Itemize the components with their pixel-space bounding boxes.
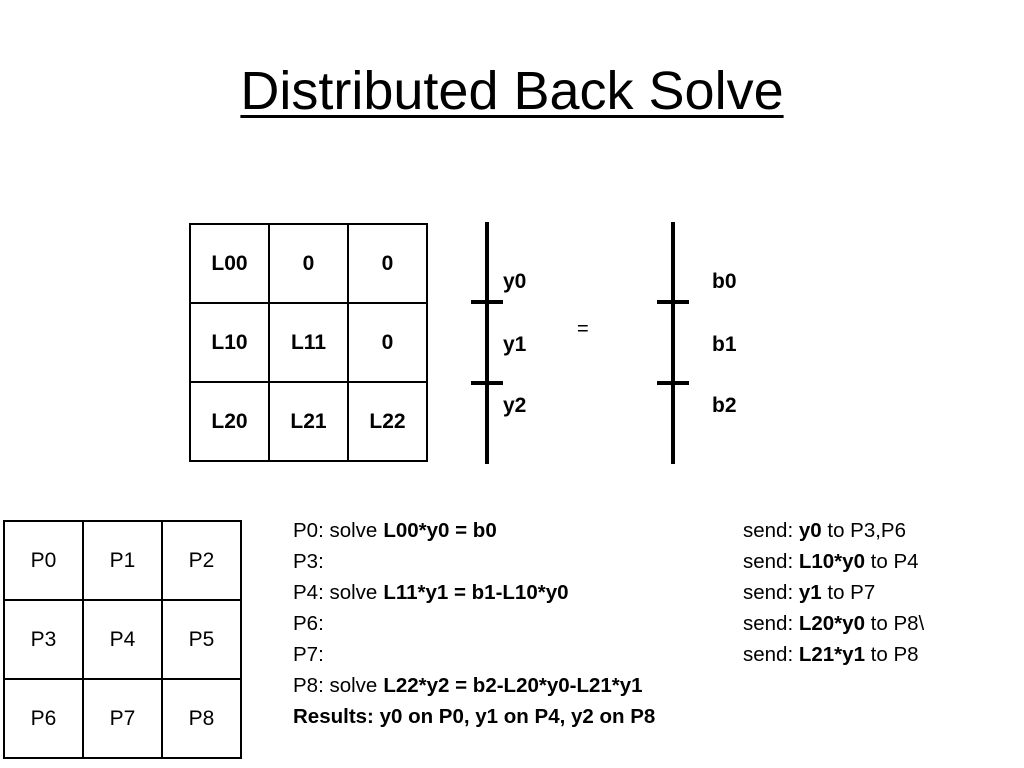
matrix-cell: L21 xyxy=(268,381,349,462)
l-matrix: L00 0 0 L10 L11 0 L20 L21 L22 xyxy=(189,223,428,462)
send-prefix: send: xyxy=(743,643,799,666)
processor-cell: P4 xyxy=(82,599,163,680)
step-processor: P3: xyxy=(293,550,324,573)
b-vector-tick xyxy=(657,300,689,304)
step-send: send: y1 to P7 xyxy=(743,577,875,608)
send-target: to P4 xyxy=(864,550,919,573)
processor-cell: P2 xyxy=(161,520,242,601)
equals-sign: = xyxy=(577,318,589,340)
send-prefix: send: xyxy=(743,612,799,635)
processor-row: P0 P1 P2 xyxy=(3,520,242,601)
matrix-row: L00 0 0 xyxy=(189,223,428,304)
processor-row: P6 P7 P8 xyxy=(3,678,242,759)
y-vector-tick xyxy=(471,381,503,385)
processor-cell: P1 xyxy=(82,520,163,601)
matrix-row: L10 L11 0 xyxy=(189,302,428,383)
matrix-cell: L10 xyxy=(189,302,270,383)
send-prefix: send: xyxy=(743,581,799,604)
step-lead: P6: xyxy=(293,608,330,639)
b-vector-tick xyxy=(657,381,689,385)
send-value: L20*y0 xyxy=(798,612,865,635)
b-vector-entry: b2 xyxy=(712,394,737,417)
step-row: P7: send: L21*y1 to P8 xyxy=(293,639,1018,670)
step-send: send: L20*y0 to P8\ xyxy=(743,608,924,639)
y-vector-tick xyxy=(471,300,503,304)
step-lead: P7: xyxy=(293,639,330,670)
send-prefix: send: xyxy=(743,519,799,542)
y-vector-entry: y1 xyxy=(503,333,527,356)
step-equation: L22*y2 = b2-L20*y0-L21*y1 xyxy=(383,674,643,697)
send-target: to P7 xyxy=(821,581,876,604)
send-target: to P3,P6 xyxy=(821,519,907,542)
matrix-cell: L20 xyxy=(189,381,270,462)
matrix-cell: L22 xyxy=(347,381,428,462)
step-row: P3: send: L10*y0 to P4 xyxy=(293,546,1018,577)
processor-cell: P6 xyxy=(3,678,84,759)
step-equation: L00*y0 = b0 xyxy=(383,519,497,542)
matrix-row: L20 L21 L22 xyxy=(189,381,428,462)
step-equation: L11*y1 = b1-L10*y0 xyxy=(383,581,569,604)
step-row: P6: send: L20*y0 to P8\ xyxy=(293,608,1018,639)
y-vector-entry: y2 xyxy=(503,394,527,417)
step-lead: P3: xyxy=(293,546,330,577)
results-line: Results: y0 on P0, y1 on P4, y2 on P8 xyxy=(293,705,656,728)
processor-cell: P5 xyxy=(161,599,242,680)
send-target: to P8\ xyxy=(864,612,925,635)
send-prefix: send: xyxy=(743,550,799,573)
step-send: send: y0 to P3,P6 xyxy=(743,515,906,546)
matrix-cell: L11 xyxy=(268,302,349,383)
send-value: L21*y1 xyxy=(798,643,865,666)
send-value: L10*y0 xyxy=(798,550,865,573)
send-value: y0 xyxy=(798,519,822,542)
processor-grid: P0 P1 P2 P3 P4 P5 P6 P7 P8 xyxy=(3,520,242,759)
slide-title: Distributed Back Solve xyxy=(240,61,784,121)
processor-cell: P3 xyxy=(3,599,84,680)
send-value: y1 xyxy=(798,581,822,604)
processor-cell: P8 xyxy=(161,678,242,759)
step-processor: P7: xyxy=(293,643,324,666)
b-vector-entry: b0 xyxy=(712,270,737,293)
matrix-cell: 0 xyxy=(347,302,428,383)
y-vector-entry: y0 xyxy=(503,270,527,293)
b-vector-bar xyxy=(671,222,675,464)
step-send: send: L21*y1 to P8 xyxy=(743,639,919,670)
matrix-cell: 0 xyxy=(268,223,349,304)
b-vector-entry: b1 xyxy=(712,333,737,356)
processor-cell: P7 xyxy=(82,678,163,759)
matrix-cell: 0 xyxy=(347,223,428,304)
step-processor: P4: solve xyxy=(293,581,378,604)
matrix-cell: L00 xyxy=(189,223,270,304)
step-processor: P6: xyxy=(293,612,324,635)
y-vector-bar xyxy=(485,222,489,464)
send-target: to P8 xyxy=(864,643,919,666)
step-send: send: L10*y0 to P4 xyxy=(743,546,919,577)
processor-row: P3 P4 P5 xyxy=(3,599,242,680)
step-processor: P0: solve xyxy=(293,519,378,542)
processor-cell: P0 xyxy=(3,520,84,601)
step-processor: P8: solve xyxy=(293,674,378,697)
